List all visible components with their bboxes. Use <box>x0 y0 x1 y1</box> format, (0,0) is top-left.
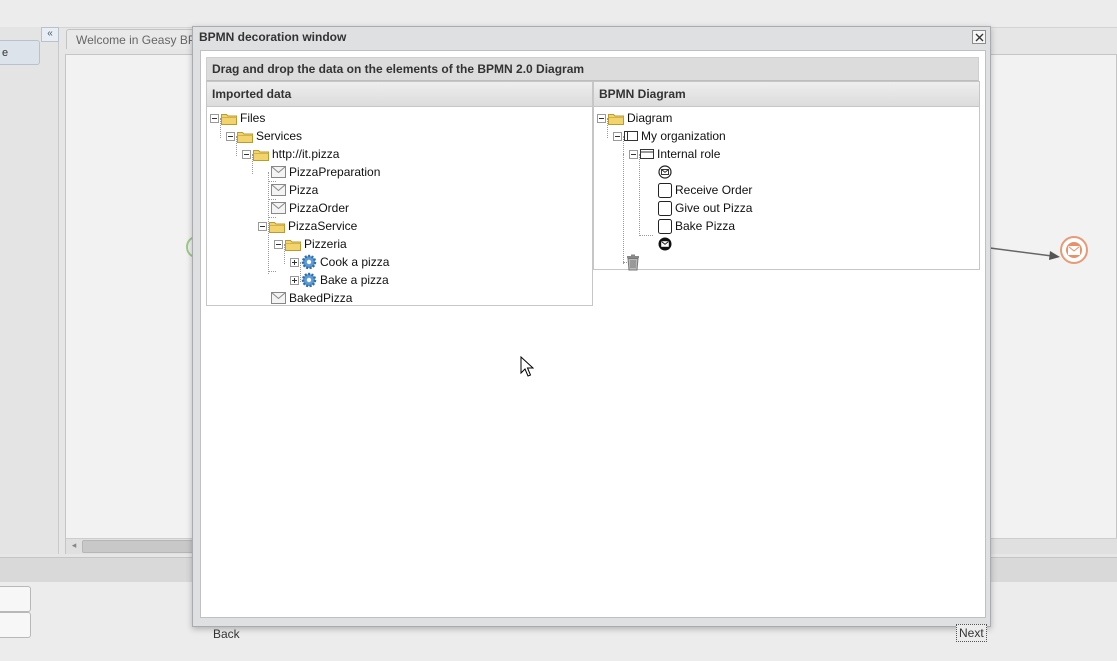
tree-node-label: Services <box>256 129 303 143</box>
bpmn-diagram-header: BPMN Diagram <box>594 82 979 107</box>
tree-node-end-event[interactable] <box>658 235 675 253</box>
bpmn-decoration-window: BPMN decoration window Drag and drop the… <box>192 26 991 642</box>
back-button[interactable]: Back <box>209 625 244 643</box>
envelope-icon <box>271 166 286 178</box>
collapse-toggle-icon[interactable] <box>613 131 622 141</box>
tree-node-diagram[interactable]: Diagram <box>597 109 672 127</box>
gear-icon <box>301 254 317 270</box>
tree-node-label: PizzaService <box>288 219 358 233</box>
tree-node-task[interactable]: Give out Pizza <box>658 199 752 217</box>
tree-node-operation[interactable]: Cook a pizza <box>290 253 389 271</box>
tree-node-message[interactable]: BakedPizza <box>271 289 352 307</box>
instruction-bar: Drag and drop the data on the elements o… <box>206 57 979 81</box>
tree-node-services[interactable]: Services <box>226 127 302 145</box>
collapse-toggle-icon[interactable] <box>597 113 606 123</box>
tree-node-start-event[interactable] <box>658 163 675 181</box>
lane-icon <box>640 149 654 159</box>
tree-node-message[interactable]: PizzaOrder <box>271 199 349 217</box>
collapse-toggle-icon[interactable] <box>242 149 251 159</box>
tree-node-label: PizzaPreparation <box>289 165 381 179</box>
collapse-panel-button[interactable]: « <box>41 27 59 42</box>
expand-toggle-icon[interactable] <box>290 257 299 267</box>
close-icon <box>975 33 984 42</box>
left-panel <box>0 27 59 554</box>
imported-data-header: Imported data <box>207 82 592 107</box>
pool-icon <box>624 131 638 141</box>
collapse-toggle-icon[interactable] <box>210 113 219 123</box>
scrollbar-thumb[interactable] <box>82 540 196 553</box>
collapse-toggle-icon[interactable] <box>629 149 638 159</box>
envelope-icon <box>271 292 286 304</box>
imported-data-panel: Imported data Files Services <box>206 81 593 306</box>
tree-node-service[interactable]: PizzaService <box>258 217 357 235</box>
folder-icon <box>253 149 269 161</box>
bpmn-diagram-panel: BPMN Diagram Diagram My organization Int… <box>593 81 980 270</box>
tree-node-label: Give out Pizza <box>675 201 753 215</box>
folder-icon <box>608 113 624 125</box>
tree-node-message[interactable]: PizzaPreparation <box>271 163 380 181</box>
task-icon <box>658 182 672 198</box>
tree-node-namespace[interactable]: http://it.pizza <box>242 145 339 163</box>
tree-node-lane[interactable]: Internal role <box>629 145 720 163</box>
message-start-event-icon <box>658 165 672 179</box>
collapse-toggle-icon[interactable] <box>274 239 283 249</box>
tree-node-files[interactable]: Files <box>210 109 265 127</box>
tree-node-label: Receive Order <box>675 183 753 197</box>
tree-node-label: Files <box>240 111 266 125</box>
tree-node-trash[interactable] <box>626 253 643 271</box>
expand-toggle-icon[interactable] <box>290 275 299 285</box>
task-icon <box>658 218 672 234</box>
window-title: BPMN decoration window <box>199 30 347 44</box>
end-event-shape[interactable] <box>1060 236 1088 264</box>
tree-node-label: Bake Pizza <box>675 219 736 233</box>
message-end-event-icon <box>658 237 672 251</box>
close-button[interactable] <box>972 30 986 44</box>
tree-node-port[interactable]: Pizzeria <box>274 235 347 253</box>
envelope-icon <box>271 202 286 214</box>
app-top-bar <box>0 0 1117 28</box>
tree-node-label: PizzaOrder <box>289 201 350 215</box>
folder-icon <box>221 113 237 125</box>
folder-icon <box>285 239 301 251</box>
tree-node-task[interactable]: Receive Order <box>658 181 752 199</box>
folder-icon <box>269 221 285 233</box>
tree-node-label: Internal role <box>657 147 721 161</box>
sequence-flow-arrow <box>990 247 1060 260</box>
next-button[interactable]: Next <box>956 624 987 642</box>
mouse-cursor-icon <box>520 356 534 377</box>
tree-node-label: Diagram <box>627 111 673 125</box>
tree-node-label: My organization <box>641 129 726 143</box>
tree-node-message[interactable]: Pizza <box>271 181 318 199</box>
left-panel-tab[interactable]: e <box>0 40 40 65</box>
tree-node-label: http://it.pizza <box>272 147 340 161</box>
envelope-icon <box>1068 246 1080 255</box>
tree-node-label: BakedPizza <box>289 291 353 305</box>
bottom-field-1[interactable] <box>0 586 31 612</box>
folder-icon <box>237 131 253 143</box>
trash-icon <box>627 254 639 270</box>
tree-node-label: Cook a pizza <box>320 255 390 269</box>
tree-node-label: Bake a pizza <box>320 273 389 287</box>
envelope-icon <box>271 184 286 196</box>
gear-icon <box>301 272 317 288</box>
task-icon <box>658 200 672 216</box>
tree-node-task[interactable]: Bake Pizza <box>658 217 735 235</box>
tree-node-operation[interactable]: Bake a pizza <box>290 271 389 289</box>
collapse-toggle-icon[interactable] <box>226 131 235 141</box>
tab-welcome[interactable]: Welcome in Geasy BPMN <box>66 29 206 49</box>
scroll-left-icon[interactable]: ◂ <box>71 540 77 550</box>
tree-node-label: Pizzeria <box>304 237 347 251</box>
tree-node-pool[interactable]: My organization <box>613 127 726 145</box>
window-body: Drag and drop the data on the elements o… <box>200 50 987 642</box>
tree-node-label: Pizza <box>289 183 319 197</box>
collapse-toggle-icon[interactable] <box>258 221 267 231</box>
bottom-field-2[interactable] <box>0 612 31 638</box>
